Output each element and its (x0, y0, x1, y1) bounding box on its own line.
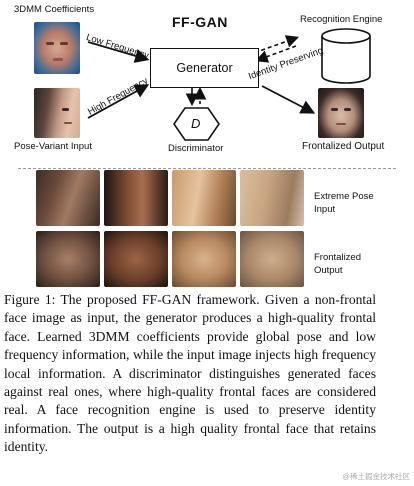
recognition-engine-label: Recognition Engine (300, 14, 383, 25)
figure-caption: Figure 1: The proposed FF-GAN framework.… (4, 292, 376, 455)
extreme-pose-label: Extreme Pose Input (314, 191, 374, 215)
low-frequency-arrow (87, 41, 150, 63)
frontalized-output-face-image (318, 88, 364, 138)
extreme-pose-face-1 (36, 170, 100, 226)
generator-box: Generator (150, 48, 259, 88)
pose-input-label: Pose-Variant Input (14, 141, 92, 152)
coeff-label: 3DMM Coefficients (14, 4, 95, 15)
high-frequency-arrow (87, 84, 150, 119)
generator-label: Generator (176, 61, 233, 75)
section-divider (18, 168, 396, 169)
extreme-pose-face-4 (240, 170, 304, 226)
frontalized-row-label: Frontalized Output (314, 252, 361, 276)
frontalized-face-2 (104, 231, 168, 287)
pose-input-face-image (34, 88, 80, 138)
frontalized-face-1 (36, 231, 100, 287)
diagram-connectors (87, 28, 371, 141)
frontalized-face-3 (172, 231, 236, 287)
diagram-title: FF-GAN (172, 14, 228, 30)
extreme-pose-face-2 (104, 170, 168, 226)
recognition-cylinder (321, 28, 371, 84)
watermark: @稀土掘金技术社区 (342, 472, 410, 481)
discriminator-label: Discriminator (168, 143, 224, 154)
frontalized-face-4 (240, 231, 304, 287)
extreme-pose-face-3 (172, 170, 236, 226)
coeff-face-image (34, 22, 80, 74)
discriminator-symbol: D (191, 116, 201, 131)
discriminator-hexagon (173, 107, 220, 141)
frontalized-output-label: Frontalized Output (302, 141, 385, 152)
output-arrow (261, 85, 316, 114)
